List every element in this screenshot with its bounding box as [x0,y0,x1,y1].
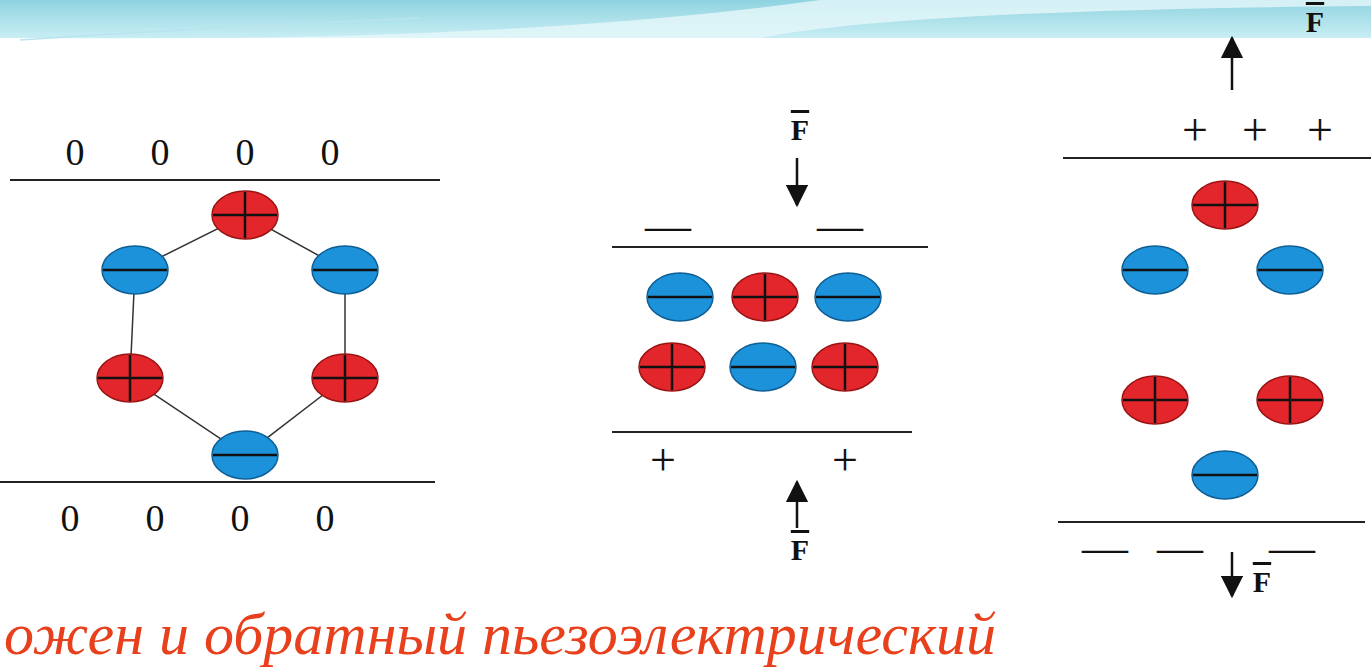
negative-ion [1122,246,1188,294]
negative-ion [1192,451,1258,499]
charge-zero: 0 [231,499,250,537]
compressed-crystal [612,158,928,528]
charge-minus: — [645,203,691,249]
force-label: F [1306,7,1324,37]
charge-plus: + [1242,107,1268,153]
force-arrow [796,482,799,528]
negative-ion [1257,246,1323,294]
header-band [0,0,1371,38]
charge-zero: 0 [146,499,165,537]
stretched-crystal [1058,38,1371,596]
charge-zero: 0 [151,133,170,171]
positive-ion [639,343,705,391]
electrode-plate [1063,157,1371,159]
force-label: F [791,535,809,565]
charge-zero: 0 [66,133,85,171]
charge-plus: + [1307,107,1333,153]
positive-ion [812,343,878,391]
charge-minus: — [817,203,863,249]
charge-plus: + [1182,107,1208,153]
charge-zero: 0 [236,133,255,171]
electrode-plate [10,179,440,181]
header-swoosh [0,0,1371,39]
neutral-crystal [0,180,440,482]
positive-ion [732,273,798,321]
charge-plus: + [832,437,858,483]
negative-ion [647,273,713,321]
charge-minus: — [1269,525,1315,571]
positive-ion [97,354,163,402]
charge-plus: + [650,437,676,483]
positive-ion [312,354,378,402]
negative-ion [815,273,881,321]
positive-ion [1122,376,1188,424]
electrode-plate [1058,521,1365,523]
electrode-plate [612,431,912,433]
charge-zero: 0 [316,499,335,537]
hexagon-bonds [130,215,345,455]
charge-zero: 0 [321,133,340,171]
slide-caption: ожен и обратный пьезоэлектрический [4,604,996,664]
charge-zero: 0 [61,499,80,537]
negative-ion [102,246,168,294]
header-line [20,18,420,40]
force-arrow [796,158,799,205]
force-arrow [1231,38,1234,90]
force-label: F [791,115,809,145]
negative-ion [212,431,278,479]
charge-minus: — [1157,525,1203,571]
negative-ion [730,343,796,391]
positive-ion [1192,181,1258,229]
negative-ion [312,246,378,294]
positive-ion [212,191,278,239]
electrode-plate [0,481,435,483]
charge-minus: — [1082,525,1128,571]
positive-ion [1257,376,1323,424]
force-label: F [1253,567,1271,597]
force-arrow [1231,552,1234,596]
